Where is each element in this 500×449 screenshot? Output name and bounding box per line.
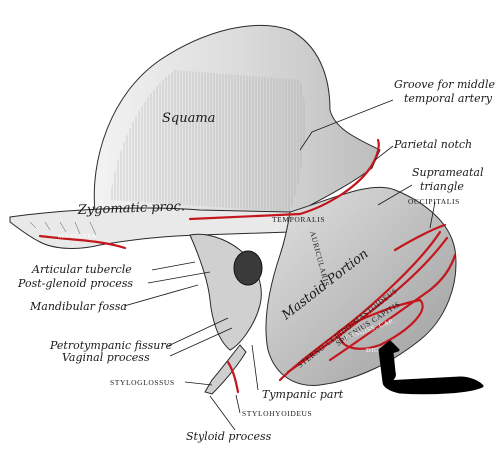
sternocleidomastoid-line-outer — [278, 230, 442, 382]
label-postglenoid-process: Post-glenoid process — [17, 277, 133, 290]
leader-postglenoid — [147, 271, 211, 284]
label-temporalis: TEMPORALIS — [272, 215, 325, 224]
label-articular-tubercle: Articular tubercle — [31, 263, 132, 276]
leader-groove — [299, 99, 394, 151]
label-stylohyoideus: STYLOHYOIDEUS — [242, 409, 312, 418]
label-suprameatal-line2: triangle — [420, 180, 464, 193]
label-squama: Squama — [162, 111, 215, 126]
label-zygomatic-proc: Zygomatic proc. — [77, 199, 186, 218]
leader-parietal-notch — [374, 145, 394, 161]
label-petrotympanic-fissure: Petrotympanic fissure — [49, 339, 173, 352]
label-styloid-process: Styloid process — [186, 430, 272, 443]
sternocleidomastoid-line-inner — [286, 236, 449, 374]
leader-occipitalis — [429, 201, 436, 229]
leader-suprameatal — [377, 184, 413, 206]
leader-petrotympanic — [167, 317, 229, 347]
leader-articular-tubercle — [151, 261, 196, 271]
styloid-muscle-line — [226, 360, 240, 394]
external-acoustic-meatus — [233, 250, 263, 286]
label-styloglossus: STYLOGLOSSUS — [110, 378, 175, 387]
leader-vaginal — [169, 327, 233, 357]
label-vaginal-process: Vaginal process — [62, 351, 150, 364]
leader-mandibular-fossa — [123, 284, 199, 307]
label-tympanic-part: Tympanic part — [262, 388, 344, 401]
label-digastric: DIGAS. — [366, 347, 391, 354]
longissimus-loop — [336, 298, 424, 350]
splenius-line — [328, 253, 457, 362]
label-masseter: MASSETER — [58, 233, 97, 240]
label-parietal-notch: Parietal notch — [393, 138, 472, 151]
label-mandibular-fossa: Mandibular fossa — [29, 300, 127, 313]
leader-tympanic-part — [251, 344, 259, 391]
leader-stylohyoideus — [235, 394, 241, 414]
label-suprameatal-line1: Suprameatal — [412, 166, 484, 179]
temporalis-attachment-line — [188, 138, 380, 221]
label-groove-line1: Groove for middle — [394, 78, 496, 91]
label-occipitalis: OCCIPITALIS — [408, 197, 460, 206]
leader-styloid — [209, 395, 236, 431]
redaction-scribble — [378, 340, 484, 395]
masseter-attachment-line — [38, 234, 127, 250]
leader-styloglossus — [184, 381, 213, 386]
occipitalis-line — [393, 223, 447, 252]
label-groove-line2: temporal artery — [404, 92, 493, 105]
squama-striations — [110, 70, 306, 212]
styloid-process-shape — [204, 344, 247, 395]
mastoid-body — [265, 186, 457, 386]
zygomatic-hatching — [29, 221, 97, 236]
